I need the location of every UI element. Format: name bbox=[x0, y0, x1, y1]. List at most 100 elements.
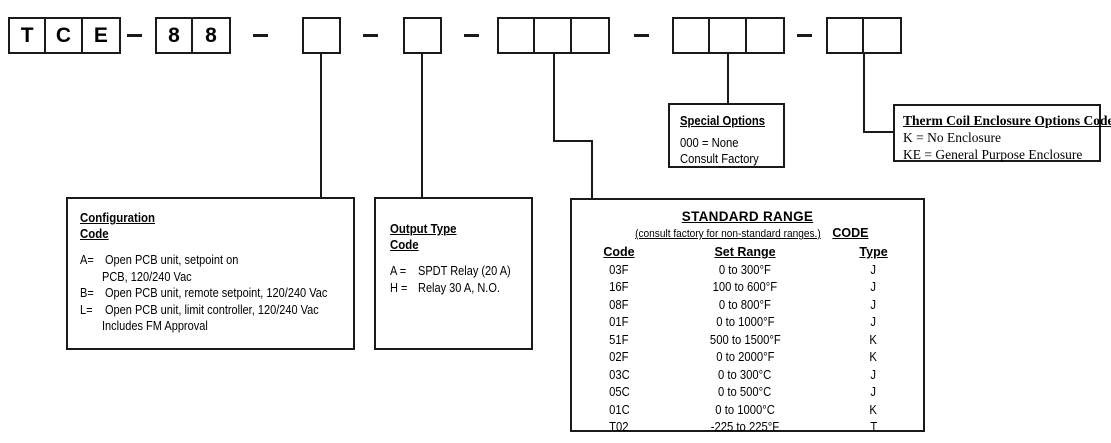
standard-range-cell-set-range-text: 0 to 1000°F bbox=[715, 315, 775, 329]
output-type-item-code: H = bbox=[390, 281, 408, 295]
standard-range-cell-set-range-text: 0 to 500°C bbox=[718, 385, 772, 399]
output-type-item: A = SPDT Relay (20 A) bbox=[390, 263, 531, 280]
standard-range-header-code: Code bbox=[603, 245, 635, 259]
output-type-item-code: A = bbox=[390, 264, 407, 278]
standard-range-cell-type: J bbox=[824, 279, 923, 297]
standard-range-row: 03C 0 to 300°C J bbox=[572, 367, 923, 385]
standard-range-cell-code: 16F bbox=[572, 279, 666, 297]
pn-dash-5 bbox=[634, 34, 649, 37]
standard-range-cell-type-text: J bbox=[870, 297, 877, 312]
standard-range-cell-set-range-text: 0 to 800°F bbox=[719, 297, 772, 312]
pn-dash-1 bbox=[127, 34, 142, 37]
pn-cell-special-options-3[interactable] bbox=[747, 19, 783, 52]
special-options-callout-box: Special Options 000 = None Consult Facto… bbox=[668, 103, 785, 168]
pn-dash-2 bbox=[253, 34, 268, 37]
pn-cell-series-1[interactable]: 8 bbox=[157, 19, 194, 52]
standard-range-cell-set-range: 0 to 800°F bbox=[666, 297, 824, 315]
configuration-subtitle: Code bbox=[80, 226, 109, 241]
standard-range-cell-code-text: 01C bbox=[608, 402, 630, 417]
standard-range-subtitle: (consult factory for non-standard ranges… bbox=[634, 228, 821, 240]
standard-range-row: 01C 0 to 1000°C K bbox=[572, 402, 923, 420]
configuration-item-cont: Includes FM Approval bbox=[102, 319, 208, 333]
pn-cell-therm-coil-2[interactable] bbox=[864, 19, 900, 52]
pn-cell-output-type-1[interactable] bbox=[405, 19, 440, 52]
standard-range-cell-type-text: J bbox=[870, 315, 877, 329]
standard-range-cell-code: 03F bbox=[572, 262, 666, 280]
standard-range-cell-code: 01F bbox=[572, 314, 666, 332]
special-options-list: 000 = None Consult Factory bbox=[680, 135, 783, 167]
part-number-group-standard-range[interactable] bbox=[497, 17, 610, 54]
leader-line-standard-range-seg1 bbox=[553, 54, 555, 140]
pn-cell-therm-coil-1[interactable] bbox=[828, 19, 865, 52]
part-number-group-therm-coil-enclosure[interactable] bbox=[826, 17, 902, 54]
pn-cell-prefix-2[interactable]: C bbox=[46, 19, 83, 52]
standard-range-cell-type: T bbox=[824, 419, 923, 437]
standard-range-title: STANDARD RANGE bbox=[681, 209, 814, 224]
standard-range-cell-code-text: 01F bbox=[609, 315, 629, 329]
standard-range-cell-set-range-text: 0 to 300°C bbox=[718, 367, 772, 382]
leader-line-therm-coil-seg1 bbox=[863, 54, 865, 132]
standard-range-cell-type: K bbox=[824, 332, 923, 350]
leader-line-configuration bbox=[320, 54, 322, 197]
pn-cell-special-options-2[interactable] bbox=[710, 19, 747, 52]
part-number-group-series[interactable]: 8 8 bbox=[155, 17, 231, 54]
standard-range-cell-set-range: 500 to 1500°F bbox=[666, 332, 824, 350]
pn-cell-special-options-1[interactable] bbox=[674, 19, 711, 52]
leader-line-special-options bbox=[727, 54, 729, 103]
standard-range-cell-code-text: 02F bbox=[609, 350, 629, 364]
standard-range-subtitle-code: CODE bbox=[832, 226, 869, 240]
configuration-item-code: A= bbox=[80, 253, 94, 267]
part-number-group-prefix[interactable]: T C E bbox=[8, 17, 121, 54]
configuration-item: L= Open PCB unit, limit controller, 120/… bbox=[80, 302, 353, 319]
standard-range-cell-type: J bbox=[824, 262, 923, 280]
standard-range-cell-type-text: J bbox=[870, 367, 877, 382]
pn-cell-prefix-1[interactable]: T bbox=[10, 19, 47, 52]
therm-coil-line: KE = General Purpose Enclosure bbox=[903, 147, 1083, 162]
standard-range-cell-code: T02 bbox=[572, 419, 666, 437]
output-type-item: H = Relay 30 A, N.O. bbox=[390, 280, 531, 297]
standard-range-cell-code: 51F bbox=[572, 332, 666, 350]
standard-range-cell-type-text: J bbox=[870, 262, 877, 277]
standard-range-cell-type: J bbox=[824, 384, 923, 402]
standard-range-cell-set-range: 0 to 1000°C bbox=[666, 402, 824, 420]
pn-cell-standard-range-3[interactable] bbox=[572, 19, 608, 52]
output-type-item-text: Relay 30 A, N.O. bbox=[418, 281, 500, 295]
standard-range-cell-code-text: T02 bbox=[609, 420, 629, 434]
standard-range-cell-type: J bbox=[824, 367, 923, 385]
standard-range-cell-type-text: K bbox=[869, 332, 878, 347]
output-type-code-list: A = SPDT Relay (20 A) H = Relay 30 A, N.… bbox=[390, 263, 531, 297]
standard-range-cell-type-text: J bbox=[870, 385, 877, 399]
standard-range-cell-code: 01C bbox=[572, 402, 666, 420]
pn-cell-prefix-3[interactable]: E bbox=[93, 24, 108, 47]
pn-dash-4 bbox=[464, 34, 479, 37]
special-options-line: Consult Factory bbox=[680, 152, 759, 166]
standard-range-cell-set-range-text: -225 to 225°F bbox=[710, 420, 780, 434]
pn-cell-standard-range-1[interactable] bbox=[499, 19, 536, 52]
part-number-group-special-options[interactable] bbox=[672, 17, 785, 54]
standard-range-cell-type-text: J bbox=[870, 280, 877, 294]
standard-range-cell-set-range-text: 0 to 1000°C bbox=[715, 402, 775, 417]
special-options-title: Special Options bbox=[680, 114, 766, 128]
part-number-group-configuration[interactable] bbox=[302, 17, 341, 54]
therm-coil-enclosure-callout-box: Therm Coil Enclosure Options Code K = No… bbox=[893, 104, 1111, 162]
standard-range-cell-type-text: K bbox=[869, 350, 878, 364]
standard-range-subtitle-row: (consult factory for non-standard ranges… bbox=[572, 226, 923, 240]
standard-range-cell-code-text: 03C bbox=[608, 367, 630, 382]
standard-range-cell-code: 08F bbox=[572, 297, 666, 315]
standard-range-cell-set-range: -225 to 225°F bbox=[666, 419, 824, 437]
output-type-callout-box: Output Type Code A = SPDT Relay (20 A) H… bbox=[374, 197, 533, 350]
pn-cell-configuration-1[interactable] bbox=[304, 19, 339, 52]
standard-range-cell-type-text: K bbox=[869, 402, 878, 417]
standard-range-cell-code-text: 08F bbox=[609, 297, 629, 312]
part-number-group-output-type[interactable] bbox=[403, 17, 442, 54]
pn-cell-standard-range-2[interactable] bbox=[535, 19, 572, 52]
therm-coil-line: K = No Enclosure bbox=[903, 130, 1001, 145]
standard-range-callout-box: STANDARD RANGE (consult factory for non-… bbox=[570, 198, 925, 434]
standard-range-cell-set-range: 0 to 300°C bbox=[666, 367, 824, 385]
pn-cell-series-2[interactable]: 8 bbox=[205, 24, 217, 47]
standard-range-cell-code-text: 51F bbox=[609, 332, 629, 347]
standard-range-cell-code: 03C bbox=[572, 367, 666, 385]
